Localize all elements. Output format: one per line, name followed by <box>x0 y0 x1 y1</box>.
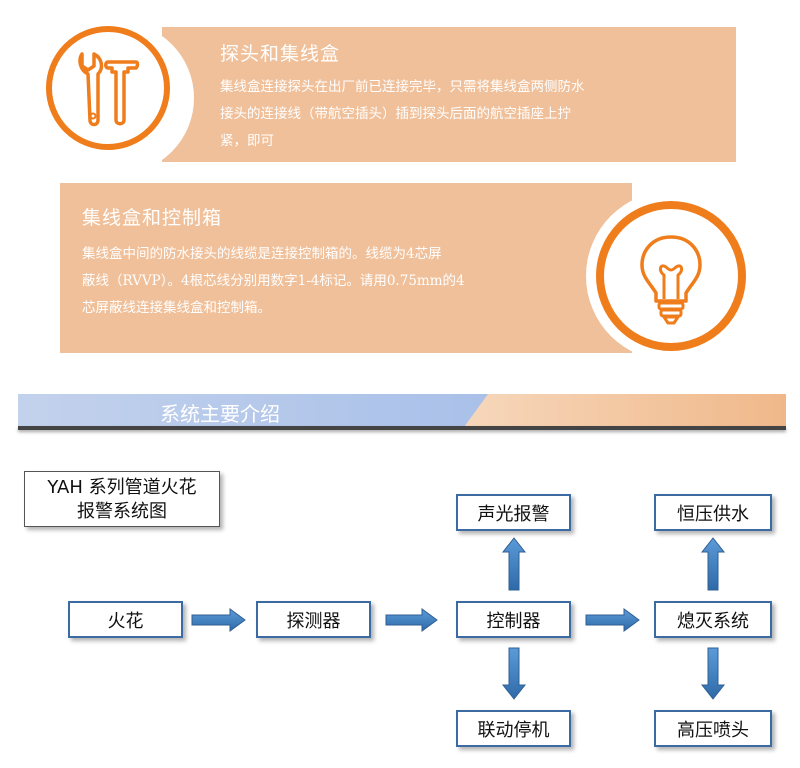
lightbulb-icon <box>640 235 702 325</box>
card2-icon-ring <box>596 201 746 351</box>
node-controller: 控制器 <box>456 601 571 638</box>
card2-description: 集线盒中间的防水接头的线缆是连接控制箱的。线缆为4芯屏 蔽线（RVVP）。4根芯… <box>82 241 602 322</box>
diagram-title-line: YAH 系列管道火花 <box>47 477 197 498</box>
section-header-accent <box>464 394 786 427</box>
arrow-spark-to-detector <box>191 608 246 632</box>
arrow-controller-to-alarm <box>501 537 527 591</box>
card1-line: 接头的连接线（带航空插头）插到探头后面的航空插座上拧 <box>220 106 571 122</box>
node-constant-pressure-water: 恒压供水 <box>654 494 772 531</box>
section-divider <box>18 426 786 430</box>
card-probe-junction: 探头和集线盒 集线盒连接探头在出厂前已连接完毕，只需将集线盒两侧防水 接头的连接… <box>162 27 736 162</box>
section-title: 系统主要介绍 <box>160 402 280 426</box>
diagram-title-box: YAH 系列管道火花 报警系统图 <box>24 471 220 527</box>
node-detector: 探测器 <box>256 601 371 638</box>
card1-line: 紧，即可 <box>220 133 274 149</box>
card1-line: 集线盒连接探头在出厂前已连接完毕，只需将集线盒两侧防水 <box>220 79 585 95</box>
card2-line: 集线盒中间的防水接头的线缆是连接控制箱的。线缆为4芯屏 <box>82 246 442 262</box>
arrow-detector-to-controller <box>385 608 438 632</box>
node-sound-light-alarm: 声光报警 <box>456 494 571 531</box>
arrow-extinguish-to-nozzle <box>700 647 726 700</box>
node-extinguish-system: 熄灭系统 <box>654 601 772 638</box>
node-spark: 火花 <box>68 601 183 638</box>
card1-title: 探头和集线盒 <box>220 43 341 65</box>
card2-line: 蔽线（RVVP）。4根芯线分别用数字1-4标记。请用0.75mm的4 <box>82 273 465 289</box>
card2-title: 集线盒和控制箱 <box>82 207 223 229</box>
card1-icon-ring <box>46 26 170 150</box>
arrow-controller-to-linkage <box>501 647 527 700</box>
card2-line: 芯屏蔽线连接集线盒和控制箱。 <box>82 300 271 316</box>
node-linkage-stop: 联动停机 <box>456 710 571 747</box>
tools-icon <box>78 52 140 127</box>
section-header-bar <box>18 394 488 427</box>
diagram-title-line: 报警系统图 <box>77 501 167 522</box>
arrow-extinguish-to-water <box>700 537 726 591</box>
card1-description: 集线盒连接探头在出厂前已连接完毕，只需将集线盒两侧防水 接头的连接线（带航空插头… <box>220 74 732 155</box>
node-high-pressure-nozzle: 高压喷头 <box>654 710 772 747</box>
arrow-controller-to-extinguish <box>585 608 640 632</box>
card-junction-controlbox: 集线盒和控制箱 集线盒中间的防水接头的线缆是连接控制箱的。线缆为4芯屏 蔽线（R… <box>60 183 632 353</box>
